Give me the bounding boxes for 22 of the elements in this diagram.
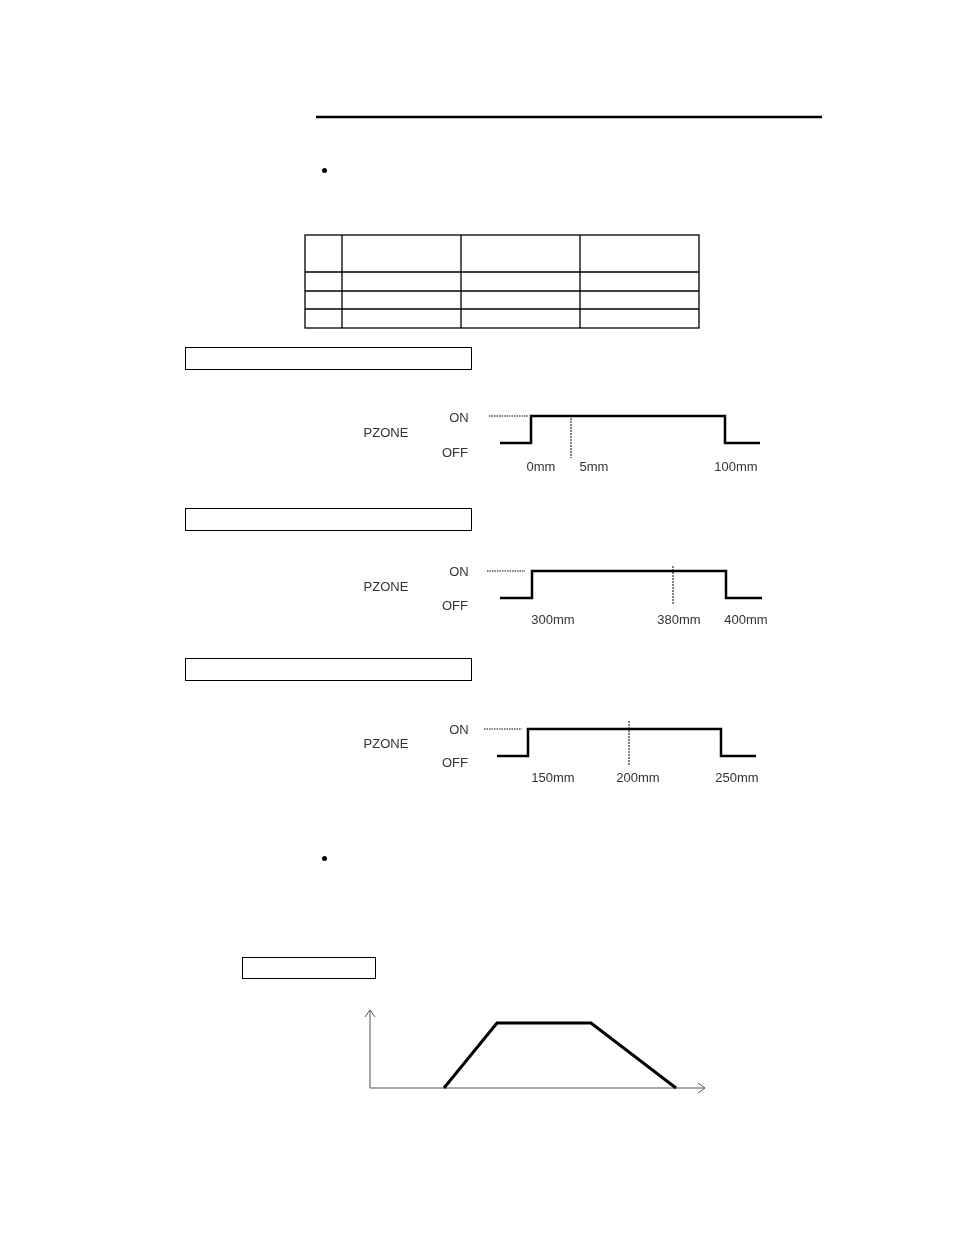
signal-name: PZONE (363, 425, 409, 439)
position-label: 200mm (616, 770, 660, 784)
position-label: 100mm (714, 459, 758, 473)
state-label: ON (449, 410, 469, 424)
empty-box (185, 658, 472, 681)
signal-name: PZONE (363, 736, 409, 750)
position-label: 380mm (657, 612, 701, 626)
empty-box (185, 508, 472, 531)
position-label: 0mm (526, 459, 556, 473)
position-label: 250mm (715, 770, 759, 784)
empty-box (185, 347, 472, 370)
position-label: 5mm (579, 459, 609, 473)
position-label: 300mm (531, 612, 575, 626)
state-label: OFF (442, 598, 468, 612)
state-label: ON (449, 722, 469, 736)
state-label: OFF (442, 755, 468, 769)
position-label: 150mm (531, 770, 575, 784)
state-label: ON (449, 564, 469, 578)
position-label: 400mm (724, 612, 768, 626)
empty-box (242, 957, 376, 979)
state-label: OFF (442, 445, 468, 459)
signal-name: PZONE (363, 579, 409, 593)
